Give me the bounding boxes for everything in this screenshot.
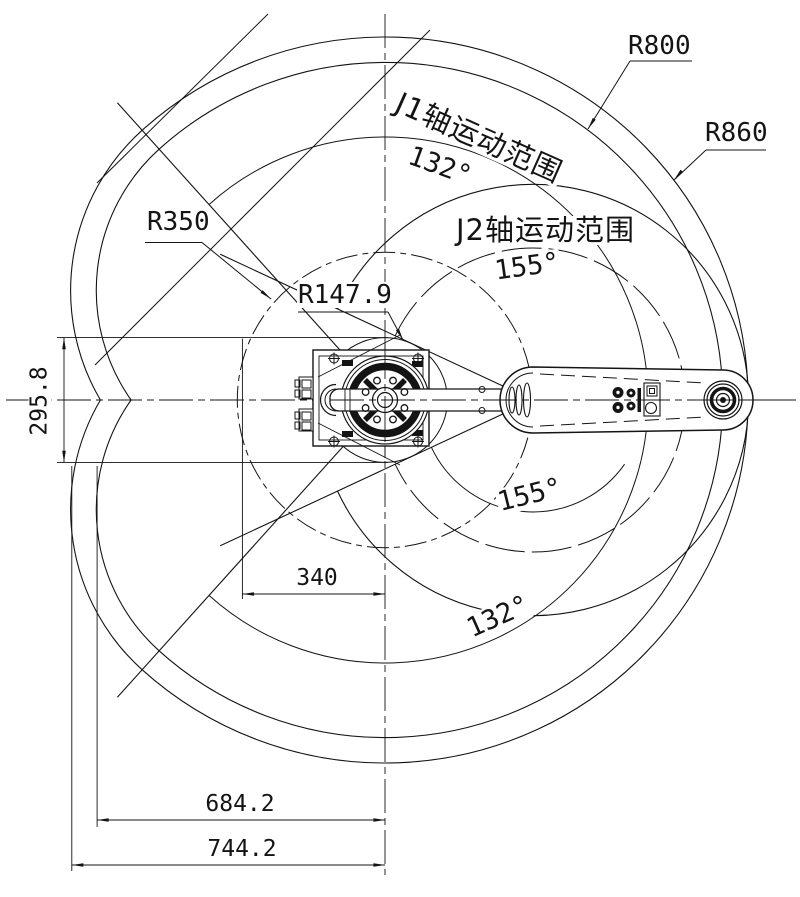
- dim-text-684-2: 684.2: [204, 791, 276, 817]
- dimension-684-2: [96, 466, 385, 827]
- label-j2-range-title: J2轴运动范围: [455, 213, 637, 247]
- base-connectors: [294, 376, 314, 432]
- dim-text-744-2: 744.2: [206, 836, 278, 862]
- leader-r860: [673, 149, 766, 181]
- label-r350: R350: [146, 207, 211, 237]
- base-screws: [328, 352, 424, 448]
- dimension-295-8: [57, 337, 388, 463]
- j2-limit-rays: [219, 253, 534, 547]
- leader-r350: [145, 242, 272, 300]
- dim-text-295-8: 295.8: [26, 365, 53, 437]
- dim-text-340: 340: [295, 565, 339, 591]
- leader-r147-9: [298, 311, 404, 341]
- label-r800: R800: [627, 31, 692, 61]
- centerline-overlays: [330, 345, 796, 458]
- label-r860: R860: [704, 118, 769, 148]
- dimension-340: [241, 338, 385, 599]
- label-r147-9: R147.9: [297, 280, 393, 310]
- leader-r800: [587, 60, 692, 130]
- dimension-744-2: [71, 466, 385, 871]
